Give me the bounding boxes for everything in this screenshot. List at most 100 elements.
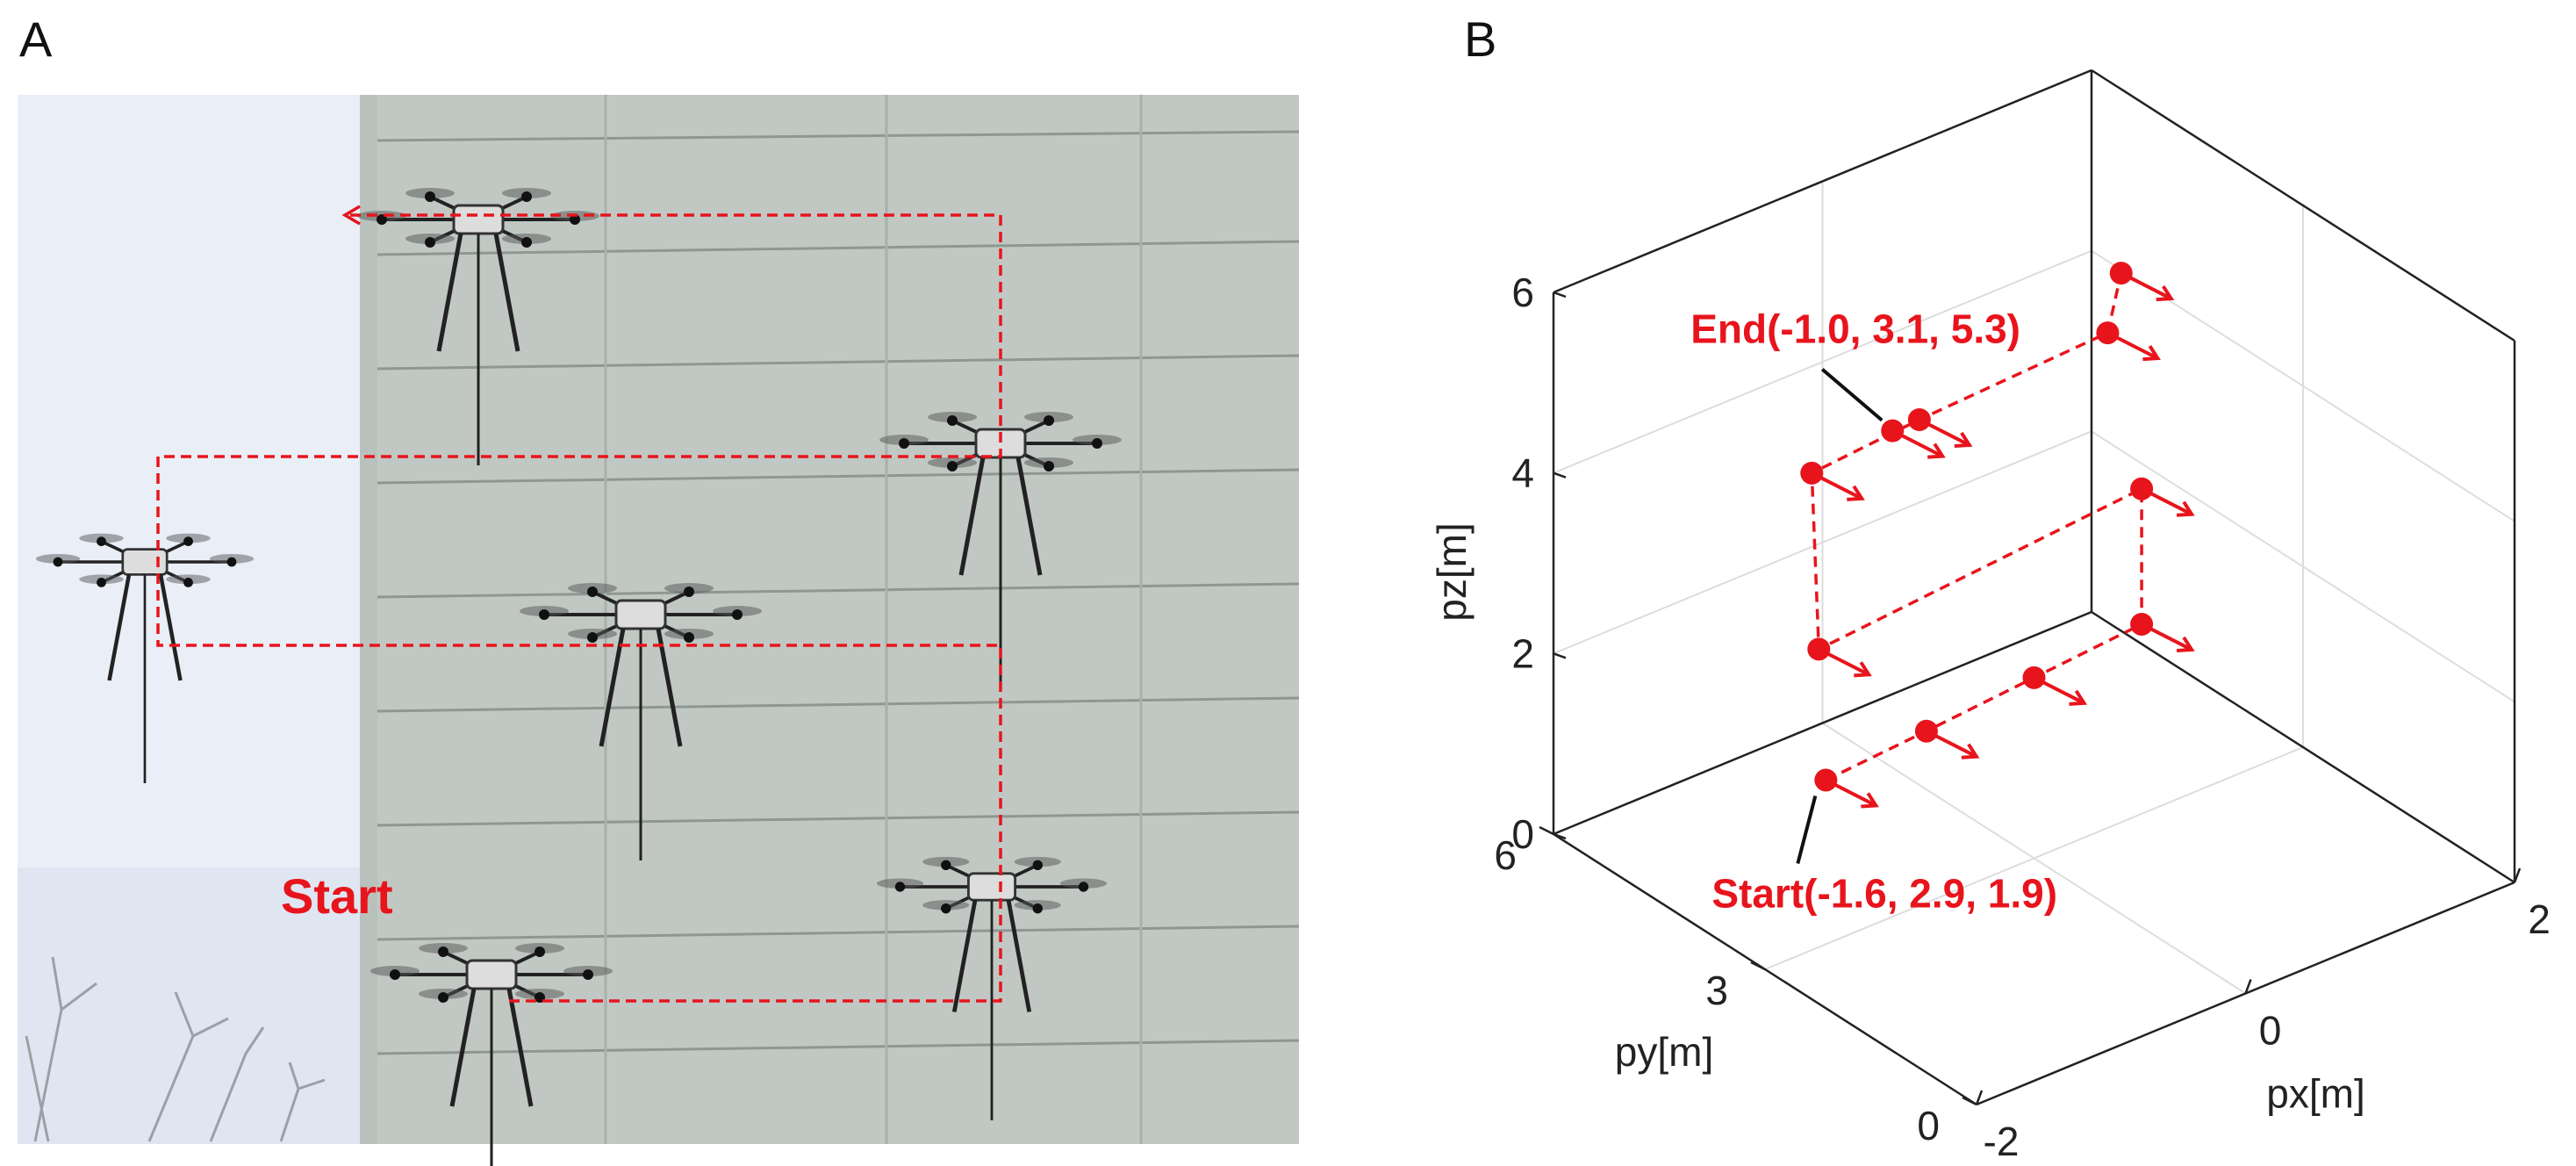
z-tick-label: 4 [1511, 450, 1534, 496]
drone-motor [521, 236, 532, 248]
flight-path [156, 213, 1002, 1003]
grid-line [1553, 430, 2092, 655]
drone-motor [941, 860, 951, 871]
chart-axes [1552, 68, 2516, 1106]
z-tick-label: 0 [1511, 811, 1534, 857]
drone-motor [947, 460, 958, 471]
z-tick [1553, 832, 1567, 840]
drone-motor [539, 609, 549, 620]
drone-leg [951, 899, 978, 1012]
drone-motor [425, 191, 435, 203]
chart-grid [1553, 69, 2515, 1105]
drone-leg [1015, 457, 1043, 576]
drone-motor [941, 903, 951, 914]
drone [370, 943, 613, 1166]
trajectory-path [1810, 272, 2143, 782]
sky-upper [18, 95, 364, 867]
drone-leg [506, 988, 534, 1107]
y-tick-label: 0 [1917, 1103, 1940, 1148]
drone [35, 533, 255, 784]
drone-motor [438, 991, 448, 1003]
drone-motor [899, 438, 909, 449]
z-tick-label: 2 [1511, 630, 1534, 676]
drone-motor [226, 557, 237, 567]
drone-motor [535, 946, 545, 958]
z-axis-label: pz[m] [1429, 522, 1475, 621]
drone-motor [583, 969, 593, 980]
drone-motor [1032, 860, 1043, 871]
drone-motor [53, 557, 63, 567]
heading-arrowhead [1847, 485, 1865, 501]
heading-arrowhead [2156, 285, 2175, 302]
end-annotation: End(-1.0, 3.1, 5.3) [1690, 306, 2020, 352]
trajectory-markers [1800, 262, 2195, 809]
drone [520, 583, 762, 860]
heading-arrowhead [2176, 636, 2195, 652]
trajectory-point [2130, 612, 2154, 636]
drone-leg [1006, 899, 1032, 1012]
drone-leg [449, 988, 477, 1107]
trajectory-point [2130, 477, 2154, 500]
panel-letter-b: B [1464, 11, 1497, 67]
axis-line [2091, 68, 2515, 342]
heading-arrowhead [1961, 743, 1980, 759]
heading-arrowhead [1927, 443, 1946, 459]
heading-arrowhead [1854, 661, 1872, 678]
drone-motor [570, 214, 580, 225]
drone-leg [599, 628, 626, 747]
drone-leg [158, 573, 183, 681]
drone-body [966, 872, 1017, 902]
wall-seams [377, 95, 1300, 1144]
drone-leg [958, 457, 986, 576]
drone-motor [377, 214, 387, 225]
trajectory-point [2109, 262, 2133, 285]
annotation-arrow [1796, 795, 1818, 864]
axis-line [2091, 610, 2515, 884]
trajectory-point [1814, 768, 1838, 792]
grid-line [1764, 746, 2304, 970]
drone-motor [425, 236, 435, 248]
building-facade [377, 95, 1299, 1144]
drone [876, 856, 1108, 1121]
x-tick [1975, 1090, 1984, 1105]
drone-motor [587, 631, 598, 643]
z-tick [1553, 471, 1567, 479]
drone-leg [107, 573, 132, 681]
drone-group [35, 188, 1122, 1166]
path-arrowhead [341, 205, 361, 226]
z-tick-label: 6 [1511, 270, 1534, 315]
start-annotation: Start(-1.6, 2.9, 1.9) [1711, 870, 2057, 916]
drone-motor [732, 609, 743, 620]
y-tick [1750, 961, 1766, 971]
trajectory-point [1914, 719, 1938, 743]
y-tick [1539, 825, 1554, 836]
x-tick-label: -2 [1984, 1119, 2020, 1164]
x-tick-label: 2 [2528, 896, 2551, 942]
drone [357, 188, 599, 465]
tree-branches [25, 956, 326, 1142]
drone-motor [587, 587, 598, 598]
y-tick-label: 3 [1705, 968, 1728, 1013]
drone-motor [1044, 415, 1054, 427]
heading-arrowhead [2142, 345, 2161, 362]
heading-arrowhead [2069, 689, 2088, 706]
axis-line [1553, 610, 2092, 836]
x-tick [2244, 979, 2252, 994]
x-axis-label: px[m] [2266, 1071, 2364, 1117]
heading-arrowhead [1954, 431, 1973, 448]
drone-motor [183, 577, 193, 587]
drone-motor [438, 946, 448, 958]
drone-motor [183, 536, 193, 547]
drone-motor [97, 536, 106, 547]
grid-line [2091, 430, 2515, 703]
trajectory-point [2022, 666, 2046, 689]
trajectory-point [1907, 407, 1931, 431]
z-tick [1553, 291, 1567, 299]
drone-motor [97, 577, 106, 587]
heading-arrowhead [2176, 500, 2195, 517]
x-tick [2513, 867, 2522, 883]
y-tick-label: 6 [1494, 832, 1517, 878]
drone-motor [894, 882, 906, 892]
y-axis-label: py[m] [1615, 1029, 1713, 1075]
